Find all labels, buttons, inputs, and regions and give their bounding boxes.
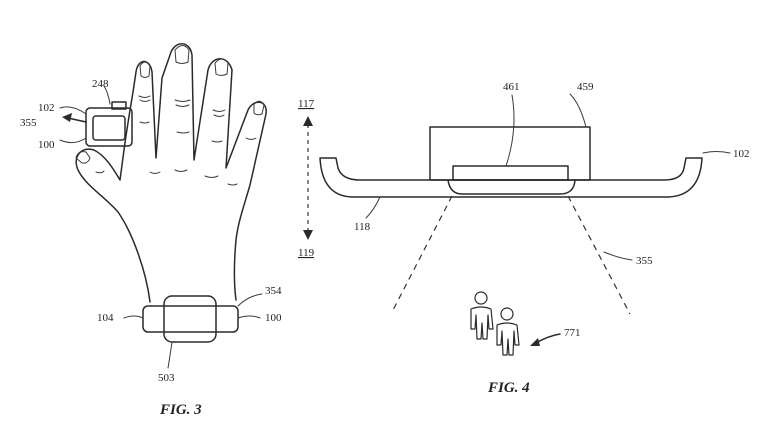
watch-band [143,306,238,332]
direction-arrow-up [303,116,313,126]
label-461: 461 [503,81,520,93]
ring-band [320,158,702,197]
fig4-leaders [366,94,730,260]
label-100-bottom: 100 [265,312,282,324]
people-arrow [536,334,560,343]
label-459: 459 [577,81,594,93]
camera-arrow-head [62,113,72,122]
sensor-461 [453,166,568,180]
fov-line-right [568,196,630,314]
label-355-fig3: 355 [20,117,37,129]
wrist-device [143,296,238,342]
nail-middle [175,46,189,64]
fig3-caption: FIG. 3 [159,402,202,418]
label-117: 117 [298,98,315,110]
label-248: 248 [92,78,109,90]
label-118: 118 [354,221,371,233]
nail-ring [215,59,228,76]
label-503: 503 [158,372,175,384]
person-left [471,292,493,339]
people-arrow-head [530,338,540,346]
figure-4: 117 119 [298,81,750,396]
fov-line-left [392,196,452,312]
figure-3: 248 102 355 100 354 104 100 503 FIG. 3 [20,44,282,418]
person-right [497,308,519,355]
label-102-fig4: 102 [733,148,750,160]
label-354: 354 [265,285,282,297]
ring-screen [93,116,125,140]
nail-thumb [76,152,90,164]
label-100-top: 100 [38,139,55,151]
label-355-fig4: 355 [636,255,653,267]
nail-pinky [254,101,264,115]
direction-arrow-down [303,230,313,240]
label-104: 104 [97,312,114,324]
fig3-leaders [60,86,262,368]
watch-body [164,296,216,342]
label-119: 119 [298,247,315,259]
lens-bump [448,180,575,194]
label-771: 771 [564,327,581,339]
label-102-fig3: 102 [38,102,55,114]
ring-device [62,102,132,146]
fig4-caption: FIG. 4 [487,380,530,396]
nail-index [140,62,150,78]
